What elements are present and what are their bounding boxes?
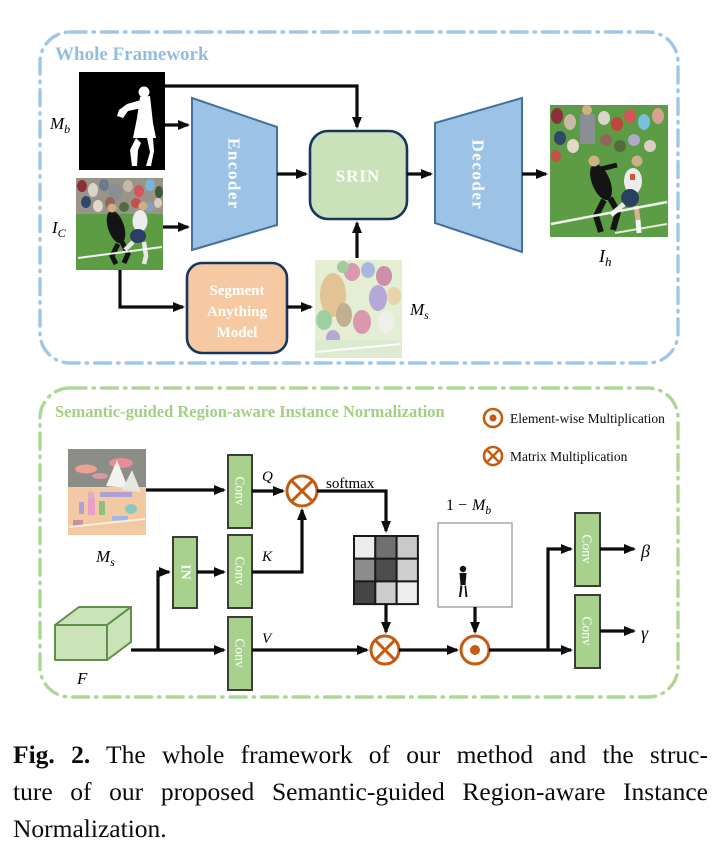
- conv-k-block: [227, 534, 253, 609]
- figure-number: Fig. 2.: [13, 740, 91, 769]
- framework-arrows: [118, 84, 548, 312]
- arrow-k-to-matmul: [252, 508, 307, 574]
- srin-label: SRIN: [336, 167, 381, 186]
- element-wise-multiplication-op: [459, 634, 491, 666]
- arrow-softmax-to-matrix: [317, 489, 391, 533]
- conv-gamma-block: [574, 594, 601, 669]
- ic-composite-image: [76, 178, 163, 270]
- crowd-texture: [77, 179, 163, 212]
- svg-text:Model: Model: [217, 325, 258, 341]
- decoder-block: [434, 96, 523, 254]
- arrow-f-to-in: [156, 567, 171, 650]
- one-minus-mb-label: 1 −Mb: [446, 497, 491, 517]
- element-wise-legend-label: Element-wise Multiplication: [510, 411, 665, 426]
- srin-module-title: Semantic-guided Region-aware Instance No…: [55, 402, 445, 421]
- arrow-branch-to-convbeta: [546, 544, 573, 650]
- ic-label: IC: [51, 218, 67, 240]
- k-label: K: [261, 549, 273, 565]
- conv-k-label: Conv: [233, 556, 248, 586]
- matrix-multiplication-op-qk: [285, 474, 319, 508]
- segment-anything-model-label: Segment Anything Model: [207, 283, 268, 341]
- gamma-label: γ: [641, 623, 649, 643]
- mb-mask-image: [79, 72, 165, 170]
- figure-caption: Fig. 2. The whole framework of our metho…: [13, 736, 708, 847]
- ih-label: Ih: [598, 246, 612, 269]
- ms-segmentation-image-bottom: [68, 449, 146, 535]
- caption-line-1: Fig. 2. The whole framework of our metho…: [13, 740, 708, 769]
- caption-line-3: Normalization.: [13, 814, 167, 843]
- crowd-texture: [551, 105, 664, 162]
- ms-segmentation-image: [315, 260, 402, 358]
- mb-label: Mb: [49, 114, 70, 136]
- players: [588, 155, 643, 234]
- conv-beta-label: Conv: [580, 534, 595, 564]
- conv-gamma-label: Conv: [580, 616, 595, 646]
- ms-label-top: Ms: [409, 300, 429, 322]
- ms-label-bottom: Ms: [95, 547, 115, 569]
- caption-line-2: ture of our proposed Semantic-guided Reg…: [13, 777, 708, 806]
- encoder-block: [191, 96, 278, 252]
- arrow-ic-to-sam: [118, 270, 185, 312]
- arrow-mb-to-srin: [165, 84, 362, 129]
- matrix-multiplication-legend-label: Matrix Multiplication: [510, 449, 628, 464]
- person-mask-silhouette: [117, 86, 156, 166]
- q-label: Q: [262, 469, 273, 485]
- svg-text:Anything: Anything: [207, 304, 268, 320]
- softmax-label: softmax: [326, 476, 375, 492]
- conv-q-label: Conv: [233, 476, 248, 506]
- in-label: IN: [178, 564, 193, 580]
- srin-module-arrows: [131, 485, 636, 655]
- conv-v-label: Conv: [233, 638, 248, 668]
- f-feature-cuboid: [54, 606, 132, 661]
- person-figure-silhouette: [459, 565, 468, 597]
- ih-result-image: [550, 105, 668, 237]
- matrix-multiplication-op-av: [369, 634, 401, 666]
- conv-beta-block: [574, 512, 601, 587]
- players: [106, 201, 149, 266]
- srin-module-panel-border: [38, 386, 680, 699]
- legend: Element-wise Multiplication Matrix Multi…: [482, 407, 665, 467]
- whole-framework-title: Whole Framework: [55, 44, 209, 65]
- one-minus-mb-image: [437, 522, 513, 608]
- conv-v-block: [227, 616, 253, 691]
- element-wise-multiplication-icon: [482, 407, 504, 429]
- matrix-multiplication-icon: [482, 445, 504, 467]
- f-label: F: [76, 669, 88, 688]
- svg-text:Segment: Segment: [210, 283, 265, 299]
- attention-matrix: [353, 535, 419, 606]
- beta-label: β: [640, 541, 650, 561]
- v-label: V: [262, 631, 273, 647]
- decoder-label: Decoder: [469, 140, 488, 211]
- encoder-label: Encoder: [225, 138, 244, 210]
- whole-framework-panel-border: [38, 30, 680, 365]
